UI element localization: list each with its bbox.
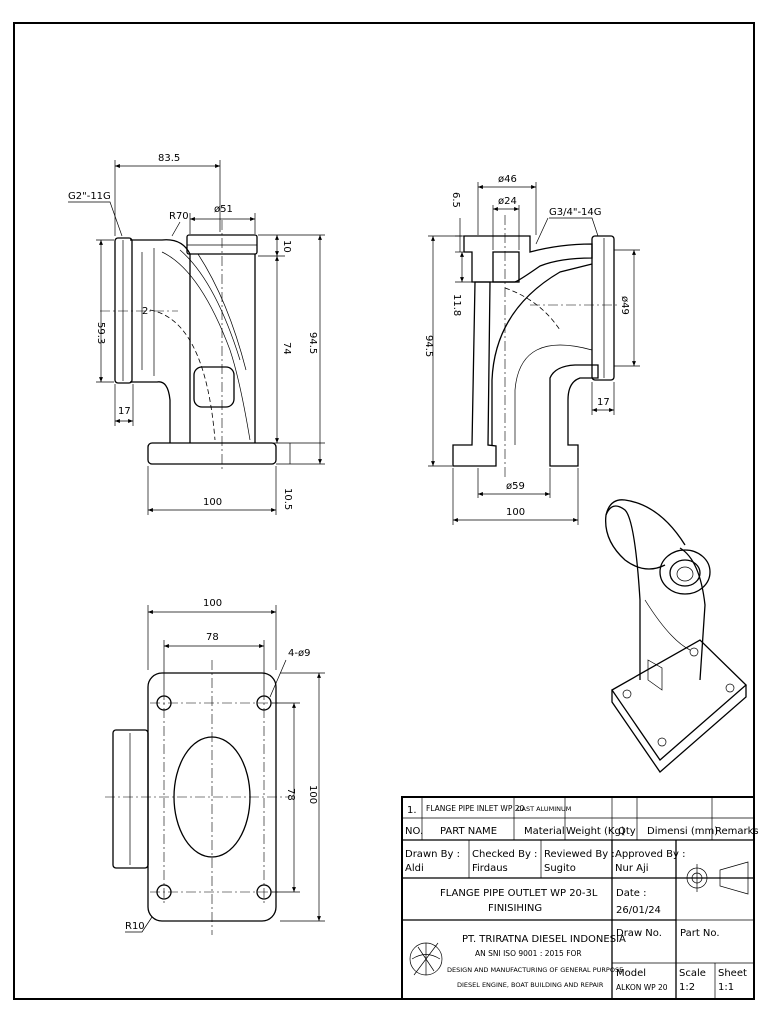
part-no-label: Part No. — [680, 928, 720, 939]
model-value: ALKON WP 20 — [616, 983, 668, 992]
plan-view-dims: 100 78 4-ø9 78 100 R10 — [125, 598, 325, 933]
dim-base-width: 100 — [203, 497, 222, 508]
sheet-value: 1:1 — [718, 982, 734, 993]
projection-symbol — [683, 861, 749, 895]
dim-top-thickness-section: 6.5 — [450, 192, 461, 208]
dim-plan-bolt-spacing: 78 — [206, 632, 219, 643]
dim-opening-height: 59.3 — [95, 322, 106, 344]
dim-base-width-section: 100 — [506, 507, 525, 518]
dim-outer-dia: ø46 — [498, 174, 517, 185]
dim-total-height-section: 94.5 — [423, 335, 434, 357]
scale-label: Scale — [679, 968, 706, 979]
approved-by-label: Approved By : — [615, 849, 685, 860]
dim-bore: ø51 — [214, 204, 233, 215]
date-label: Date : — [616, 888, 646, 899]
dim-plan-overall-v: 100 — [307, 785, 318, 804]
dim-holes: 4-ø9 — [288, 648, 310, 659]
drawing-subtitle: FINISIHING — [488, 903, 542, 914]
sheet-border — [13, 22, 755, 1000]
business-line-1: DESIGN AND MANUFACTURING OF GENERAL PURP… — [447, 966, 623, 974]
dim-center-mark: 2 — [142, 306, 148, 317]
checked-by: Firdaus — [472, 863, 508, 874]
header-qty: Qty — [618, 826, 636, 837]
dim-inlet-length: 17 — [118, 406, 131, 417]
drawing-title: FLANGE PIPE OUTLET WP 20-3L — [440, 888, 598, 899]
dim-plan-bolt-spacing-v: 78 — [285, 788, 296, 801]
dim-width-top: 83.5 — [158, 153, 180, 164]
dim-boss-depth: 11.8 — [451, 294, 462, 316]
row1-part: FLANGE PIPE INLET WP 20 — [426, 804, 525, 813]
side-view-dims: 83.5 G2"-11G R70 ø51 59.3 2 10 74 94.5 1… — [68, 153, 325, 515]
date-value: 26/01/24 — [616, 905, 661, 916]
drawn-by-label: Drawn By : — [405, 849, 460, 860]
dim-base-thickness: 10.5 — [282, 488, 293, 510]
dim-radius: R70 — [169, 211, 189, 222]
row1-no: 1. — [407, 805, 417, 816]
business-line-2: DIESEL ENGINE, BOAT BUILDING AND REPAIR — [457, 981, 604, 989]
dim-body-height: 74 — [281, 342, 292, 355]
dim-total-height: 94.5 — [307, 332, 318, 354]
dim-outlet-thread: G3/4"-14G — [549, 207, 602, 218]
header-no: NO. — [405, 826, 423, 837]
iso-cert: AN SNI ISO 9001 : 2015 FOR — [475, 949, 582, 958]
dim-outlet-length: 17 — [597, 397, 610, 408]
dim-inner-dia: ø24 — [498, 196, 517, 207]
dim-bore-dia: ø59 — [506, 481, 525, 492]
company-name: PT. TRIRATNA DIESEL INDONESIA — [462, 934, 626, 945]
header-material: Material — [524, 826, 565, 837]
drawing-no-label: Draw No. — [616, 928, 662, 939]
side-view — [100, 220, 277, 470]
header-dimensi: Dimensi (mm) — [647, 826, 718, 837]
plan-view — [105, 660, 290, 935]
scale-value: 1:2 — [679, 982, 695, 993]
section-view — [452, 215, 620, 480]
dim-inlet-thread: G2"-11G — [68, 191, 111, 202]
reviewed-by-label: Reviewed By : — [544, 849, 615, 860]
company-logo — [409, 942, 443, 976]
row1-material: CAST ALUMINUM — [517, 805, 571, 813]
dim-outlet-dia: ø49 — [619, 296, 630, 315]
drawn-by: Aldi — [405, 863, 424, 874]
checked-by-label: Checked By : — [472, 849, 537, 860]
dim-corner-radius: R10 — [125, 921, 145, 932]
reviewed-by: Sugito — [544, 863, 576, 874]
sheet-label: Sheet — [718, 968, 747, 979]
header-weight: Weight (Kg) — [566, 826, 625, 837]
isometric-view — [604, 499, 747, 773]
approved-by: Nur Aji — [615, 863, 649, 874]
header-remarks: Remarks — [715, 826, 759, 837]
dim-plan-overall: 100 — [203, 598, 222, 609]
section-view-dims: ø46 ø24 G3/4"-14G 6.5 11.8 94.5 ø49 17 ø… — [423, 174, 640, 525]
dim-top-thickness: 10 — [281, 240, 292, 253]
model-label: Model — [616, 968, 646, 979]
header-part: PART NAME — [440, 826, 497, 837]
title-block: 1. FLANGE PIPE INLET WP 20 CAST ALUMINUM… — [401, 796, 759, 1000]
